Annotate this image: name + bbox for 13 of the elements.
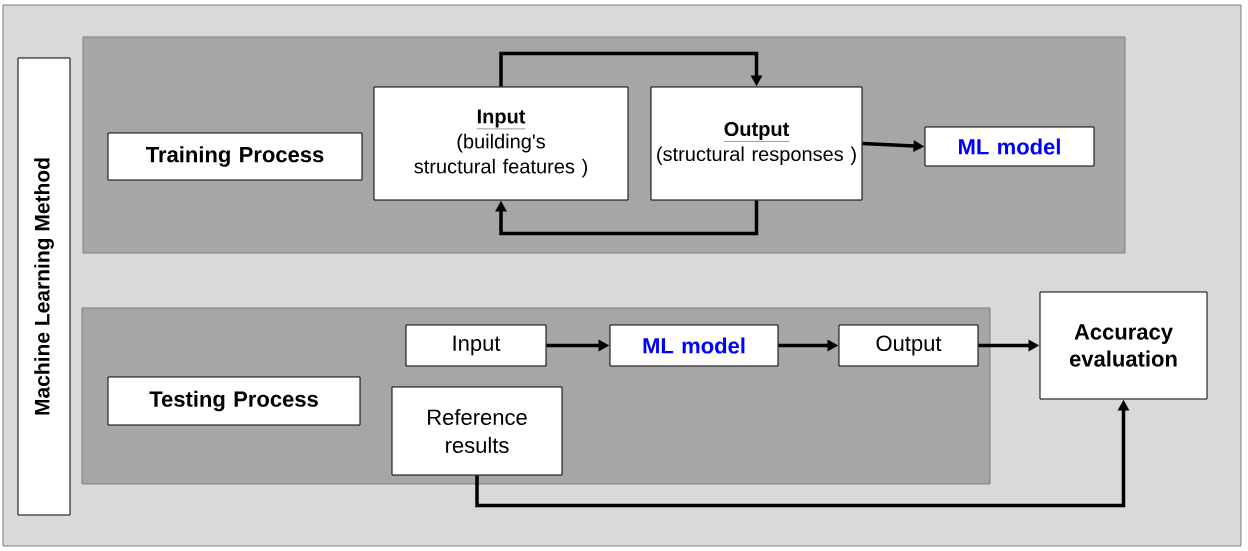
- process-box: Accuracy evaluation: [1039, 291, 1208, 400]
- vertical-title-box: Machine Learning Method: [17, 57, 71, 516]
- process-box: Input (building's structural features ): [373, 86, 629, 201]
- model-box: ML model: [609, 324, 779, 367]
- model-box: ML model: [924, 126, 1095, 167]
- arrow: [499, 51, 763, 87]
- process-box: Input: [405, 324, 547, 367]
- process-box: Reference results: [391, 386, 563, 476]
- process-box: Output (structural responses ): [650, 86, 863, 201]
- process-box: Training Process: [107, 132, 363, 181]
- arrow: [495, 200, 759, 236]
- process-box: Output: [838, 324, 979, 367]
- process-box: Testing Process: [107, 376, 361, 426]
